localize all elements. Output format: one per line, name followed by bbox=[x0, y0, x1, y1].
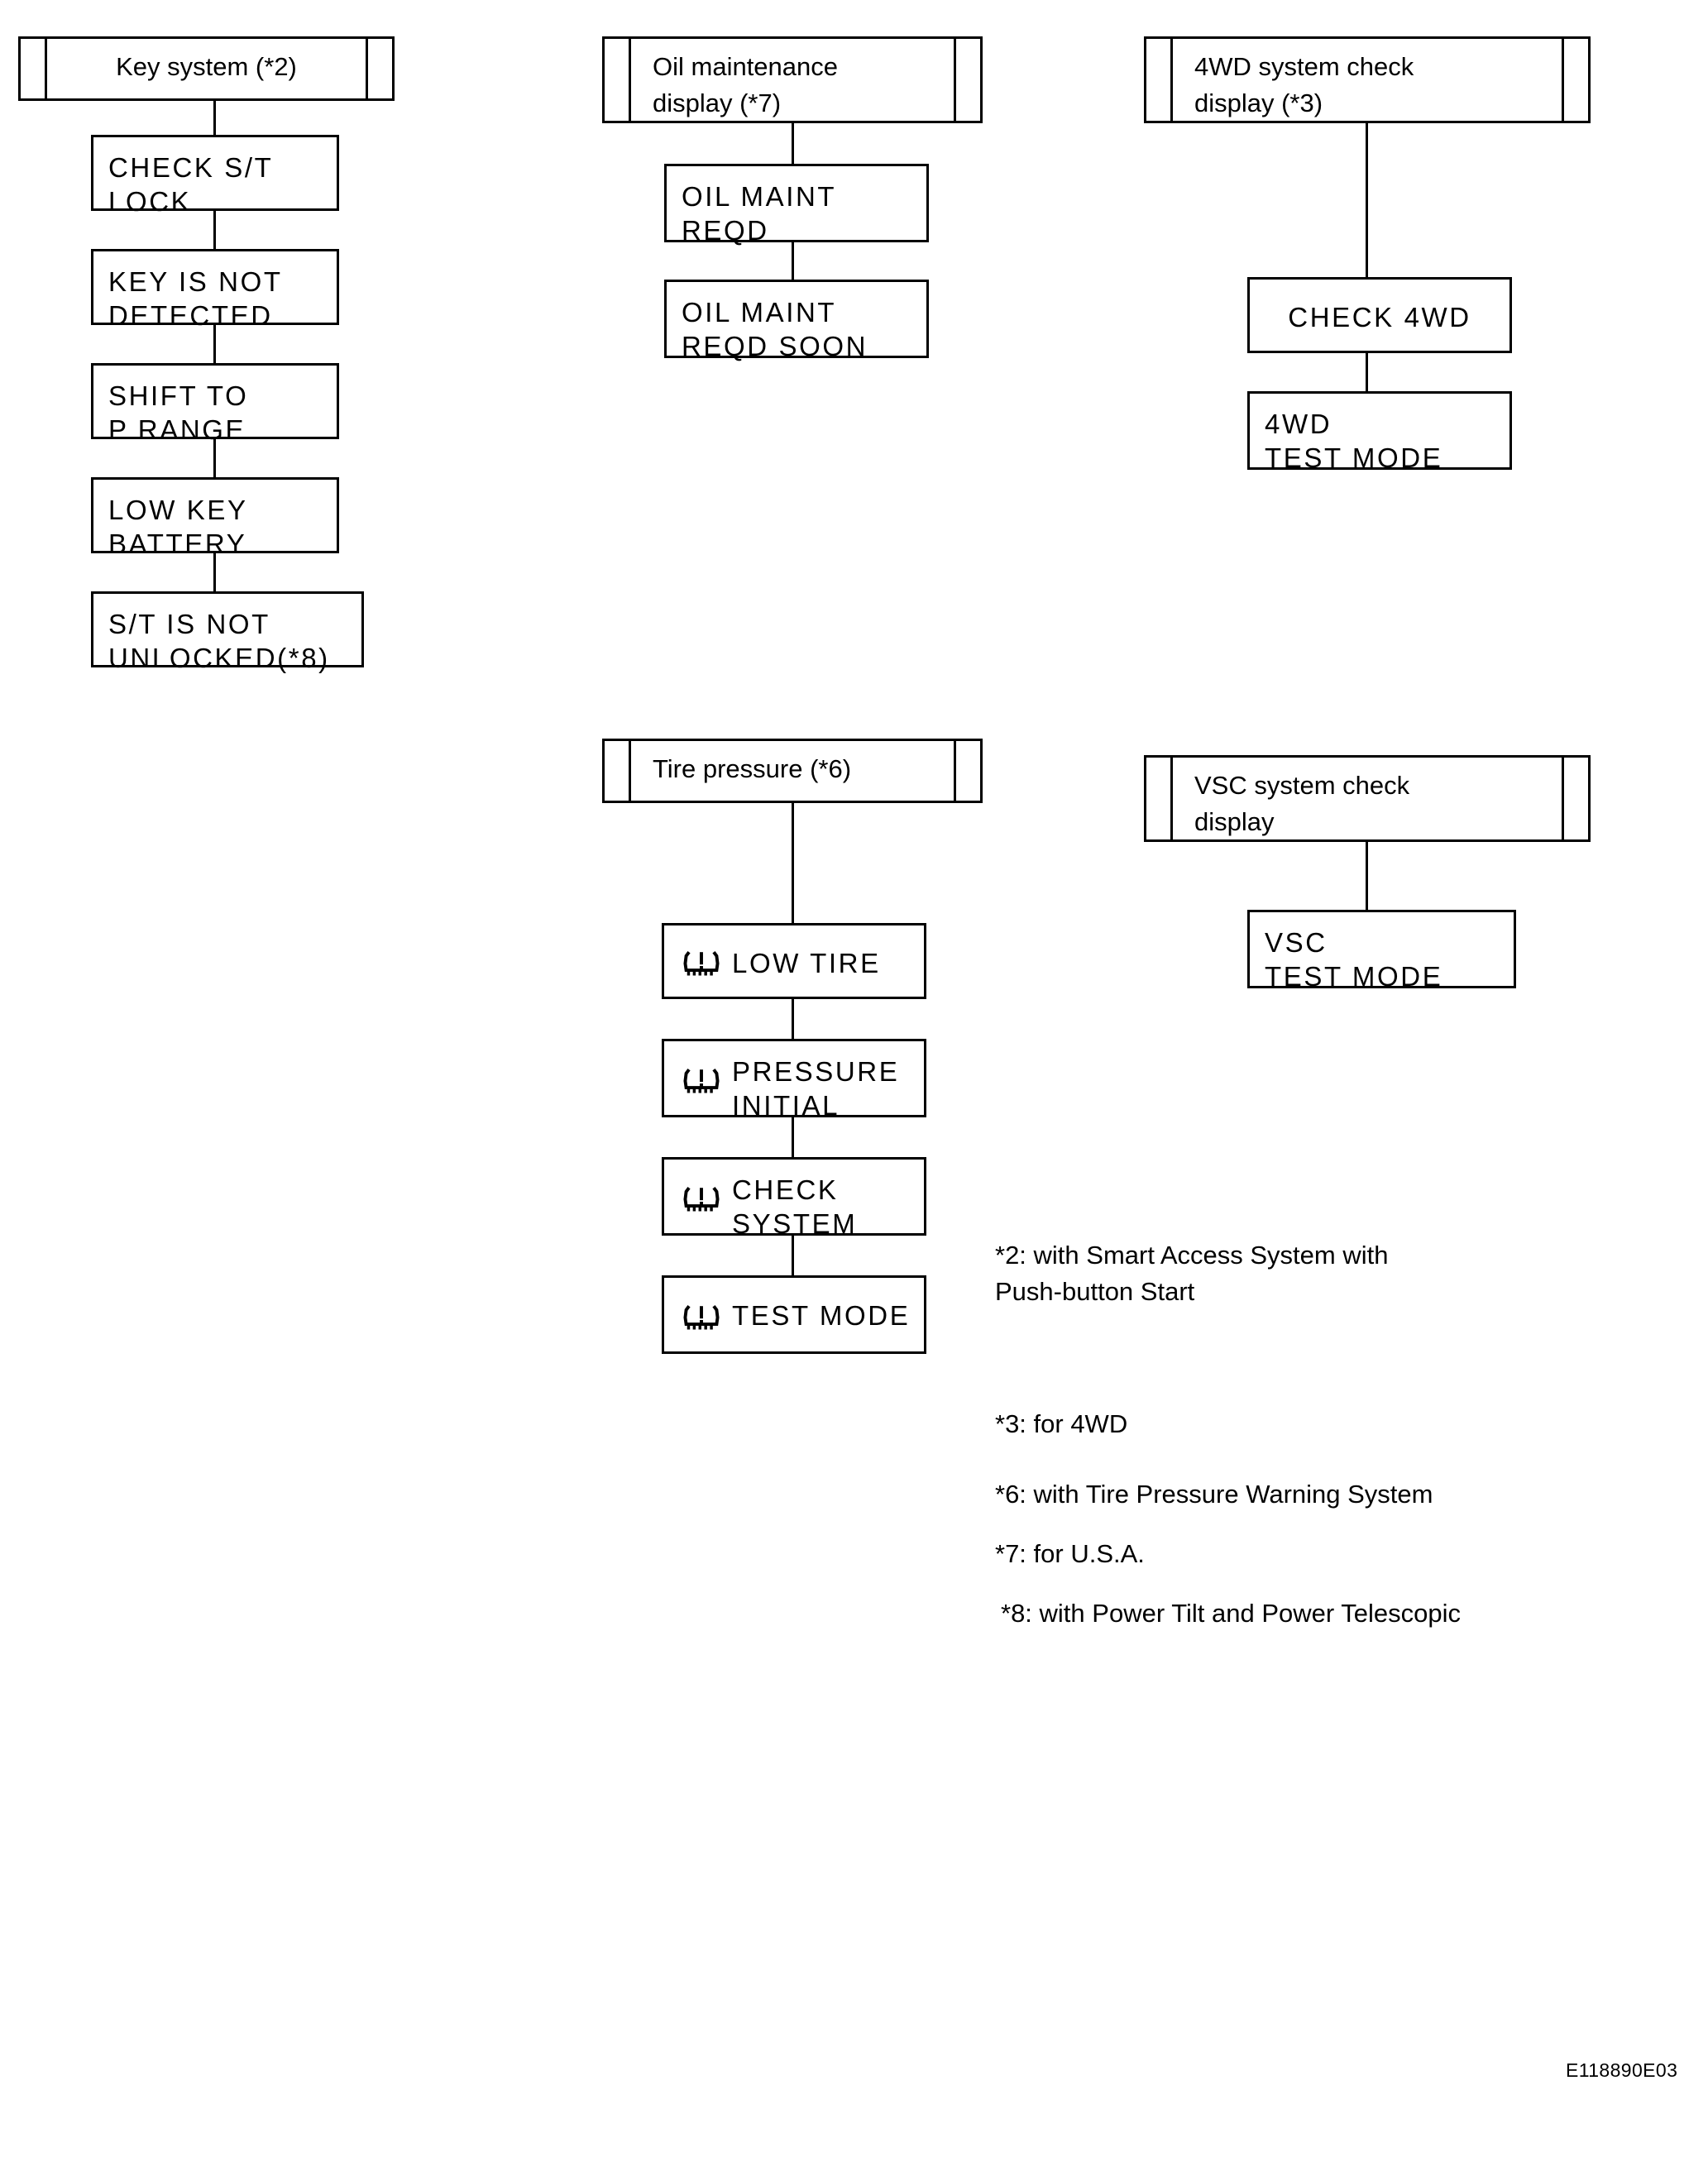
header-box-vsc-system: VSC system check display bbox=[1144, 755, 1591, 842]
header-tab-left bbox=[1170, 36, 1173, 123]
message-box-oil-maint-reqd: OIL MAINT REQD bbox=[664, 164, 929, 246]
message-text: TEST MODE bbox=[732, 1300, 911, 1331]
tpms-warning-icon bbox=[682, 945, 720, 983]
header-box-oil-maintenance: Oil maintenance display (*7) bbox=[602, 36, 983, 123]
header-tab-left bbox=[629, 739, 631, 803]
header-tab-left bbox=[45, 36, 47, 101]
connector-line bbox=[213, 325, 216, 363]
message-text: CHECK SYSTEM bbox=[732, 1174, 858, 1239]
message-box-st-is-not-unlocked: S/T IS NOT UNLOCKED(*8) bbox=[91, 591, 364, 673]
message-text: 4WD TEST MODE bbox=[1265, 409, 1443, 473]
connector-line bbox=[792, 1236, 794, 1275]
message-box-pressure-initial: PRESSURE INITIAL bbox=[662, 1039, 926, 1121]
message-box-test-mode-tire: TEST MODE bbox=[662, 1275, 926, 1354]
message-box-oil-maint-reqd-soon: OIL MAINT REQD SOON bbox=[664, 280, 929, 361]
connector-line bbox=[213, 553, 216, 591]
tpms-warning-icon bbox=[682, 1180, 720, 1218]
message-text: S/T IS NOT UNLOCKED(*8) bbox=[108, 609, 330, 673]
message-text: OIL MAINT REQD bbox=[682, 181, 837, 246]
header-title: Key system (*2) bbox=[116, 52, 297, 81]
connector-line bbox=[1366, 123, 1368, 277]
connector-line bbox=[792, 999, 794, 1039]
message-text: PRESSURE INITIAL bbox=[732, 1056, 900, 1121]
message-box-4wd-test-mode: 4WD TEST MODE bbox=[1247, 391, 1512, 473]
header-tab-left bbox=[1170, 755, 1173, 842]
connector-line bbox=[792, 1117, 794, 1157]
message-box-low-key-battery: LOW KEY BATTERY bbox=[91, 477, 339, 559]
footnote-2: *2: with Smart Access System with Push-b… bbox=[995, 1241, 1389, 1306]
header-title: Tire pressure (*6) bbox=[653, 754, 852, 783]
figure-id-code: E118890E03 bbox=[1566, 2059, 1678, 2081]
header-box-key-system: Key system (*2) bbox=[18, 36, 395, 101]
message-box-key-is-not-detected: KEY IS NOT DETECTED bbox=[91, 249, 339, 331]
connector-line bbox=[1366, 842, 1368, 910]
connector-line bbox=[792, 803, 794, 923]
footnote-6: *6: with Tire Pressure Warning System bbox=[995, 1480, 1433, 1509]
tpms-warning-icon bbox=[682, 1299, 720, 1337]
message-box-check-st-lock: CHECK S/T LOCK bbox=[91, 135, 339, 217]
header-title: Oil maintenance display (*7) bbox=[653, 52, 839, 117]
connector-line bbox=[213, 101, 216, 135]
message-text: LOW TIRE bbox=[732, 948, 881, 978]
header-tab-right bbox=[1562, 755, 1564, 842]
connector-line bbox=[792, 242, 794, 280]
message-box-shift-to-p-range: SHIFT TO P RANGE bbox=[91, 363, 339, 445]
message-box-check-system: CHECK SYSTEM bbox=[662, 1157, 926, 1239]
connector-line bbox=[213, 211, 216, 249]
connector-line bbox=[1366, 353, 1368, 391]
message-text: CHECK S/T LOCK bbox=[108, 152, 274, 217]
message-box-vsc-test-mode: VSC TEST MODE bbox=[1247, 910, 1516, 992]
message-text: CHECK 4WD bbox=[1288, 302, 1471, 332]
message-text: LOW KEY BATTERY bbox=[108, 495, 248, 559]
message-box-low-tire: LOW TIRE bbox=[662, 923, 926, 999]
header-title: VSC system check display bbox=[1194, 771, 1410, 836]
tpms-warning-icon bbox=[682, 1062, 720, 1100]
header-tab-left bbox=[629, 36, 631, 123]
connector-line bbox=[792, 123, 794, 164]
header-title: 4WD system check display (*3) bbox=[1194, 52, 1414, 117]
message-box-check-4wd: CHECK 4WD bbox=[1247, 277, 1512, 353]
message-text: KEY IS NOT DETECTED bbox=[108, 266, 283, 331]
header-tab-right bbox=[954, 36, 956, 123]
connector-line bbox=[213, 439, 216, 477]
header-box-tire-pressure: Tire pressure (*6) bbox=[602, 739, 983, 803]
message-text: SHIFT TO P RANGE bbox=[108, 380, 249, 445]
header-tab-right bbox=[1562, 36, 1564, 123]
message-text: VSC TEST MODE bbox=[1265, 927, 1443, 992]
footnote-7: *7: for U.S.A. bbox=[995, 1539, 1145, 1568]
footnote-3: *3: for 4WD bbox=[995, 1409, 1128, 1438]
header-tab-right bbox=[366, 36, 368, 101]
header-tab-right bbox=[954, 739, 956, 803]
message-text: OIL MAINT REQD SOON bbox=[682, 297, 868, 361]
header-box-4wd-system: 4WD system check display (*3) bbox=[1144, 36, 1591, 123]
footnote-8: *8: with Power Tilt and Power Telescopic bbox=[1001, 1599, 1461, 1628]
